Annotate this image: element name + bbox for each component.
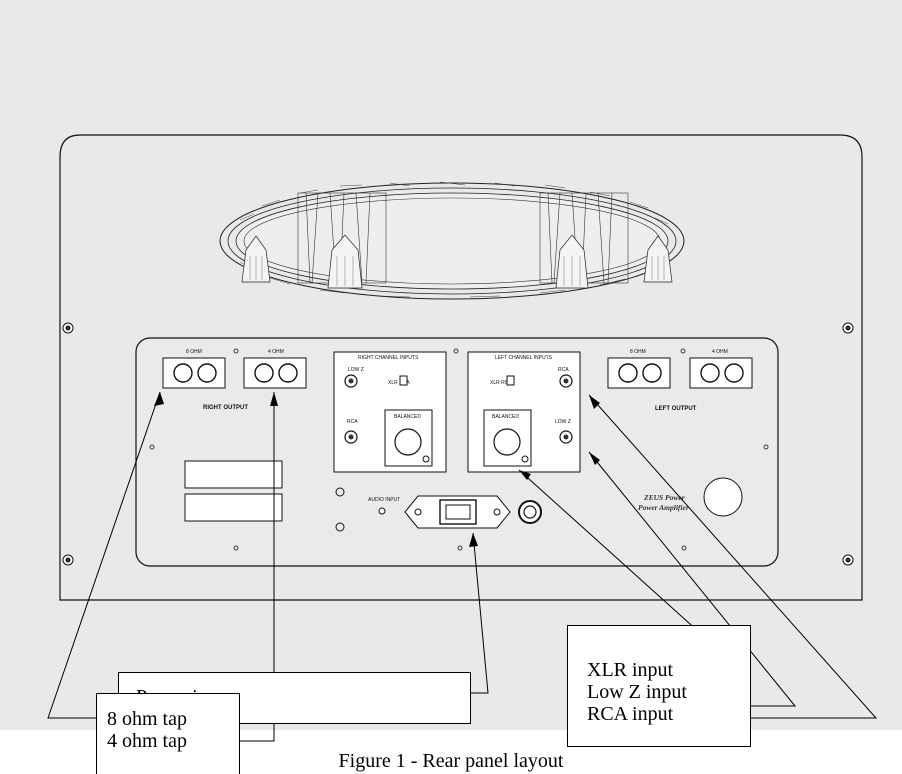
left-8ohm-tap-label: 8 OHM xyxy=(630,349,646,355)
left-channel-inputs: LEFT CHANNEL INPUTS XLR RCA RCA LOW Z BA… xyxy=(467,351,581,473)
4ohm-tap-label: 4 ohm tap xyxy=(107,730,187,752)
right-output-label: RIGHT OUTPUT xyxy=(203,405,248,411)
8ohm-tap-label: 8 ohm tap xyxy=(107,708,187,730)
chassis-screws xyxy=(62,322,854,566)
right-channel-inputs: RIGHT CHANNEL INPUTS LOW Z XLR RCA RCA B… xyxy=(333,351,447,473)
left-input-switch-label: XLR RCA xyxy=(490,380,512,386)
brand-line-1: ZEUS Power xyxy=(643,493,685,502)
right-input-switch-label: XLR RCA xyxy=(388,380,410,386)
rca-input-label: RCA input xyxy=(587,703,674,725)
left-balanced-label: BALANCED xyxy=(492,414,519,420)
connector-panel xyxy=(135,337,779,567)
inputs-callout-text: XLR input Low Z input RCA input xyxy=(587,659,687,725)
right-output-terminals: 8 OHM 4 OHM RIGHT OUTPUT xyxy=(162,349,307,411)
left-output-label: LEFT OUTPUT xyxy=(655,406,697,412)
figure-caption: Figure 1 - Rear panel layout xyxy=(338,750,564,772)
left-4ohm-tap-label: 4 OHM xyxy=(712,349,728,355)
right-8ohm-tap-label: 8 OHM xyxy=(186,349,202,355)
lowz-input-label: Low Z input xyxy=(587,681,687,703)
left-lowz-label: LOW Z xyxy=(555,419,571,425)
left-rca-label: RCA xyxy=(558,367,569,373)
right-4ohm-tap-label: 4 OHM xyxy=(268,349,284,355)
fuse-holder xyxy=(703,477,743,517)
arrowheads xyxy=(154,392,600,547)
right-lowz-label: LOW Z xyxy=(348,367,364,373)
serial-plate-2 xyxy=(184,493,283,522)
inputs-callout-box xyxy=(567,625,751,747)
xlr-input-label: XLR input xyxy=(587,659,674,681)
left-input-section-label: LEFT CHANNEL INPUTS xyxy=(495,355,553,361)
power-switch-label: AUDIO INPUT xyxy=(368,497,400,503)
brand-line-2: Power Amplifier xyxy=(638,503,689,512)
left-output-terminals: 8 OHM 4 OHM LEFT OUTPUT xyxy=(607,349,753,412)
right-input-section-label: RIGHT CHANNEL INPUTS xyxy=(358,355,419,361)
power-section: AUDIO INPUT xyxy=(335,487,542,532)
serial-plate-1 xyxy=(184,460,283,489)
taps-callout-text: 8 ohm tap 4 ohm tap xyxy=(107,708,187,752)
right-balanced-label: BALANCED xyxy=(394,414,421,420)
taps-callout-box xyxy=(96,693,240,774)
tube-cage xyxy=(219,181,685,300)
right-rca-label: RCA xyxy=(347,419,358,425)
